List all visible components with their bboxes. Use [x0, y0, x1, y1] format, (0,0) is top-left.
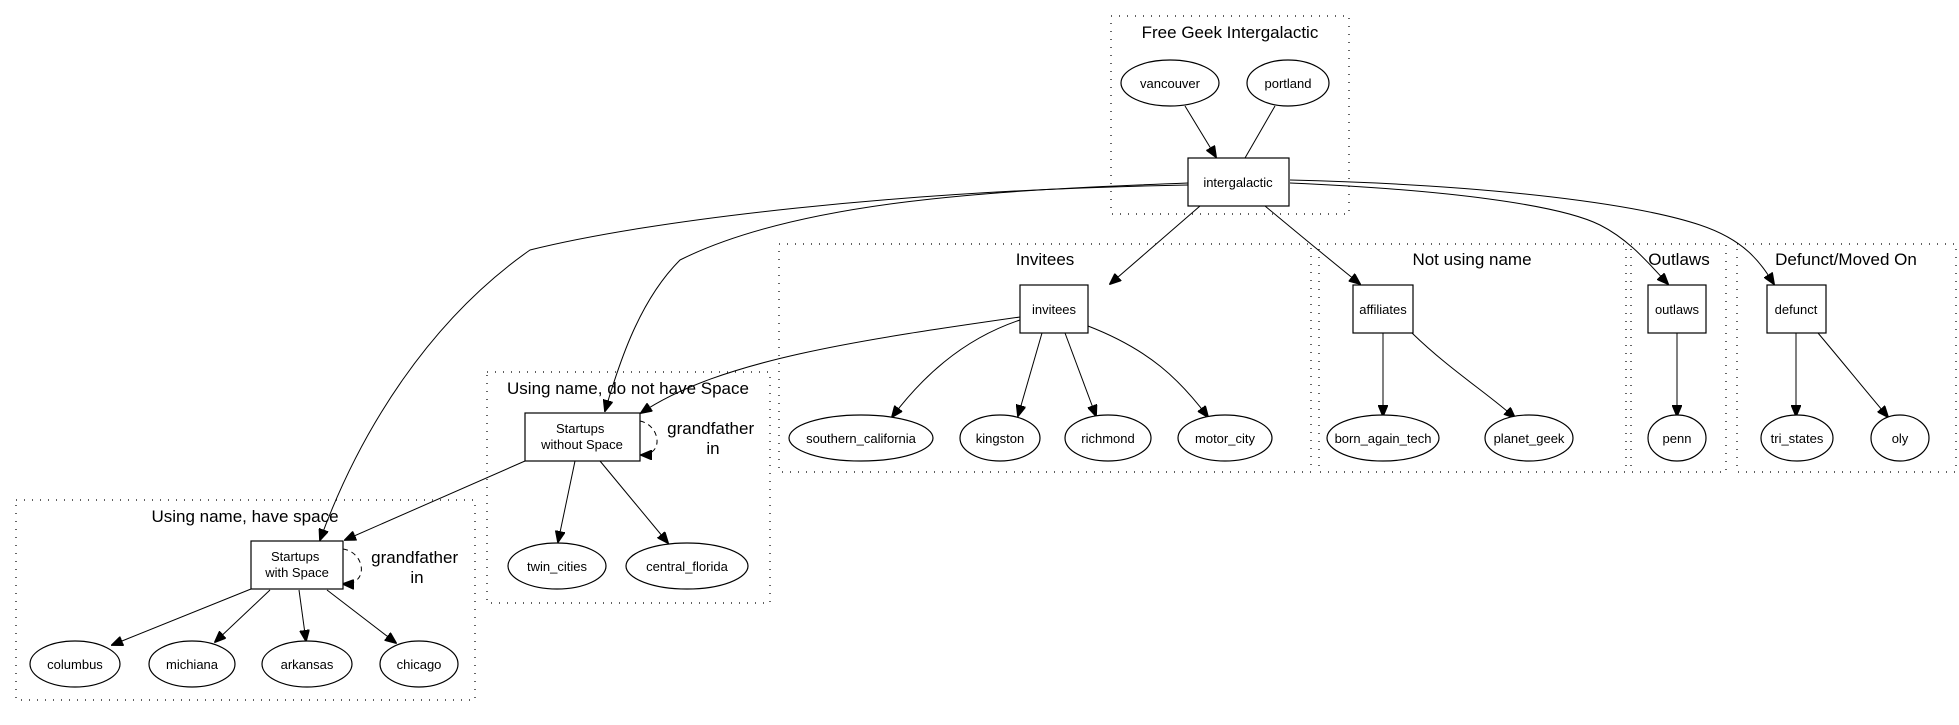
cluster-free-geek-intergalactic: Free Geek Intergalactic	[1110, 15, 1350, 215]
node-label: defunct	[1775, 302, 1818, 317]
edges: grandfather in grandfather in	[112, 105, 1888, 645]
node-startups-with-space[interactable]: Startups with Space	[250, 540, 344, 590]
edge-intergalactic-defunct	[1289, 179, 1774, 284]
edge-label-grandfather-in: grandfather in	[667, 419, 759, 458]
node-label: richmond	[1081, 431, 1134, 446]
node-label: michiana	[166, 657, 219, 672]
node-label: Startups without Space	[540, 421, 623, 452]
node-label: motor_city	[1195, 431, 1255, 446]
cluster-border	[1630, 243, 1727, 473]
edge-startups-without-space-startups-with-space	[345, 460, 526, 540]
edge-startups-with-space-self-loop	[343, 548, 362, 584]
node-planet-geek[interactable]: planet_geek	[1484, 414, 1574, 462]
edge-defunct-oly	[1817, 332, 1888, 417]
node-vancouver[interactable]: vancouver	[1120, 59, 1220, 107]
edge-startups-with-space-chicago	[326, 589, 396, 643]
node-oly[interactable]: oly	[1870, 414, 1930, 462]
node-columbus[interactable]: columbus	[29, 640, 121, 688]
node-invitees[interactable]: invitees	[1019, 284, 1089, 334]
node-twin-cities[interactable]: twin_cities	[507, 542, 607, 590]
node-portland[interactable]: portland	[1246, 59, 1330, 107]
edge-intergalactic-startups-without-space	[605, 182, 1189, 411]
cluster-label: Defunct/Moved On	[1775, 250, 1917, 269]
node-label: chicago	[397, 657, 442, 672]
node-chicago[interactable]: chicago	[379, 640, 459, 688]
node-intergalactic[interactable]: intergalactic	[1187, 157, 1290, 207]
cluster-defunct-moved-on: Defunct/Moved On	[1736, 243, 1957, 473]
edge-intergalactic-invitees	[1110, 205, 1201, 284]
node-michiana[interactable]: michiana	[148, 640, 236, 688]
node-label: central_florida	[646, 559, 728, 574]
cluster-label: Using name, have space	[151, 507, 338, 526]
node-startups-without-space[interactable]: Startups without Space	[524, 412, 641, 462]
edge-startups-with-space-michiana	[215, 589, 271, 642]
node-defunct[interactable]: defunct	[1766, 284, 1827, 334]
edge-portland-intergalactic	[1244, 105, 1276, 159]
cluster-border	[1318, 243, 1627, 473]
edge-invitees-startups-without-space	[641, 316, 1021, 413]
node-label: portland	[1265, 76, 1312, 91]
node-label: planet_geek	[1494, 431, 1565, 446]
node-born-again-tech[interactable]: born_again_tech	[1326, 414, 1440, 462]
edge-startups-without-space-central-florida	[599, 460, 668, 543]
node-arkansas[interactable]: arkansas	[261, 640, 353, 688]
edge-affiliates-planet-geek	[1411, 332, 1515, 418]
edge-invitees-richmond	[1064, 332, 1096, 416]
node-label: Startups with Space	[264, 549, 329, 580]
cluster-border	[486, 371, 771, 604]
node-tri-states[interactable]: tri_states	[1760, 414, 1834, 462]
node-richmond[interactable]: richmond	[1064, 414, 1152, 462]
edge-startups-without-space-self-loop	[639, 420, 658, 455]
node-label: southern_california	[806, 431, 917, 446]
cluster-border	[15, 499, 476, 701]
cluster-outlaws: Outlaws	[1630, 243, 1727, 473]
node-label: outlaws	[1655, 302, 1700, 317]
cluster-using-name-have-space: Using name, have space	[15, 499, 476, 701]
edge-startups-with-space-arkansas	[298, 589, 306, 641]
node-label: vancouver	[1140, 76, 1201, 91]
node-label: intergalactic	[1203, 175, 1273, 190]
edge-label-grandfather-in: grandfather in	[371, 548, 463, 587]
node-affiliates[interactable]: affiliates	[1352, 284, 1414, 334]
node-label: twin_cities	[527, 559, 587, 574]
node-label: columbus	[47, 657, 103, 672]
node-label: tri_states	[1771, 431, 1824, 446]
cluster-label: Outlaws	[1648, 250, 1709, 269]
cluster-label: Invitees	[1016, 250, 1075, 269]
node-kingston[interactable]: kingston	[959, 414, 1041, 462]
node-label: arkansas	[281, 657, 334, 672]
node-label: oly	[1892, 431, 1909, 446]
node-label: affiliates	[1359, 302, 1407, 317]
node-penn[interactable]: penn	[1647, 414, 1707, 462]
edge-startups-with-space-columbus	[112, 588, 252, 645]
edge-invitees-southern-california	[892, 319, 1021, 417]
cluster-label: Using name, do not have Space	[507, 379, 749, 398]
node-label: kingston	[976, 431, 1024, 446]
cluster-using-name-no-space: Using name, do not have Space	[486, 371, 771, 604]
edge-startups-without-space-twin-cities	[558, 460, 576, 542]
node-southern-california[interactable]: southern_california	[788, 414, 934, 462]
cluster-label: Not using name	[1412, 250, 1531, 269]
nodes: vancouver portland intergalactic invitee…	[29, 59, 1930, 688]
cluster-border	[1110, 15, 1350, 215]
edge-intergalactic-startups-with-space	[320, 184, 1189, 540]
cluster-not-using-name: Not using name	[1318, 243, 1627, 473]
cluster-invitees: Invitees	[778, 243, 1312, 473]
edge-vancouver-intergalactic	[1184, 105, 1216, 157]
node-central-florida[interactable]: central_florida	[625, 542, 749, 590]
cluster-label: Free Geek Intergalactic	[1142, 23, 1319, 42]
edge-invitees-motor-city	[1087, 325, 1208, 417]
node-outlaws[interactable]: outlaws	[1647, 284, 1707, 334]
node-motor-city[interactable]: motor_city	[1177, 414, 1273, 462]
edge-intergalactic-affiliates	[1264, 205, 1360, 284]
node-label: penn	[1663, 431, 1692, 446]
edge-intergalactic-outlaws	[1289, 182, 1668, 284]
node-label: born_again_tech	[1335, 431, 1432, 446]
edge-invitees-kingston	[1018, 332, 1043, 416]
node-label: invitees	[1032, 302, 1077, 317]
